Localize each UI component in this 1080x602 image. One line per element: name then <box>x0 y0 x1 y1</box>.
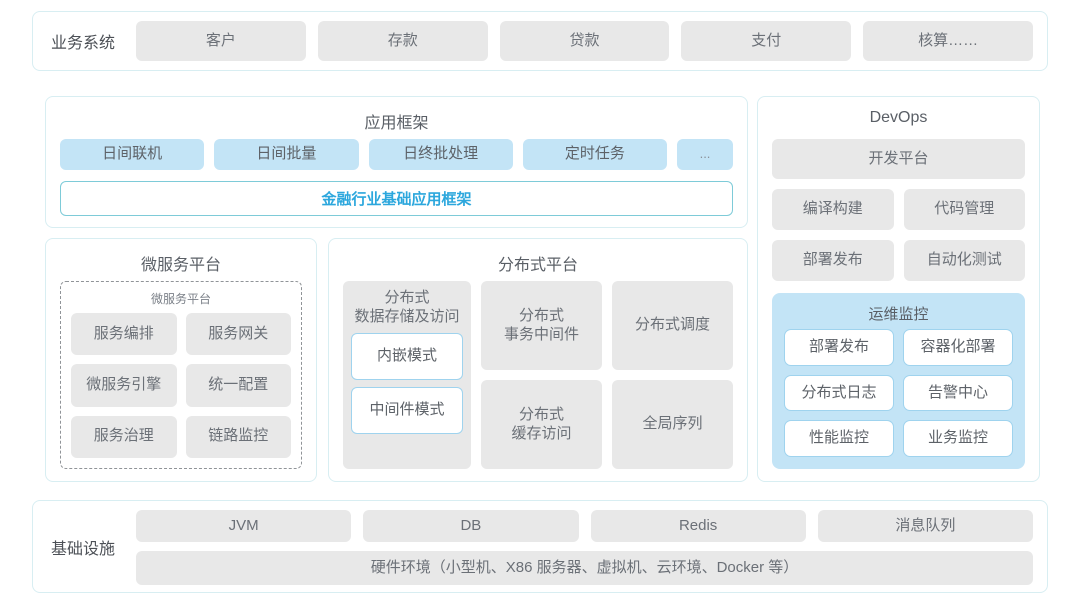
monitoring-item[interactable]: 部署发布 <box>784 329 894 366</box>
distributed-item-line1: 分布式 <box>518 405 564 423</box>
storage-title-line1: 分布式 <box>384 289 430 306</box>
application-framework-title: 应用框架 <box>364 115 429 132</box>
microservice-platform-inner-title: 微服务平台 <box>150 292 211 306</box>
devops-title: DevOps <box>869 109 928 126</box>
microservice-item[interactable]: 服务治理 <box>71 415 177 458</box>
monitoring-item[interactable]: 告警中心 <box>903 374 1013 412</box>
distributed-data-storage-title: 分布式 数据存储及访问 <box>351 289 463 327</box>
distributed-item[interactable]: 分布式事务中间件 <box>481 281 602 370</box>
microservice-item[interactable]: 服务网关 <box>185 313 291 356</box>
devops-item[interactable]: 代码管理 <box>903 189 1025 230</box>
devops-item[interactable]: 自动化测试 <box>903 240 1025 281</box>
business-systems-label: 业务系统 <box>51 35 116 52</box>
storage-mode-item[interactable]: 内嵌模式 <box>351 332 463 380</box>
business-system-item[interactable]: 支付 <box>681 21 852 61</box>
distributed-item-line2: 事务中间件 <box>503 325 579 343</box>
business-systems-row: 业务系统 客户 存款 贷款 支付 核算…… <box>32 11 1048 71</box>
application-framework-card: 应用框架 日间联机 日间批量 日终批处理 定时任务 ... 金融行业基础应用框架 <box>45 96 748 228</box>
monitoring-item[interactable]: 业务监控 <box>903 420 1013 457</box>
app-framework-more-item[interactable]: ... <box>677 139 733 170</box>
financial-base-framework-banner[interactable]: 金融行业基础应用框架 <box>60 181 733 216</box>
distributed-data-storage-block[interactable]: 分布式 数据存储及访问 内嵌模式 中间件模式 <box>343 281 471 469</box>
monitoring-item[interactable]: 性能监控 <box>784 420 894 457</box>
monitoring-item[interactable]: 容器化部署 <box>903 329 1013 366</box>
hardware-environment-item[interactable]: 硬件环境（小型机、X86 服务器、虚拟机、云环境、Docker 等） <box>136 551 1033 585</box>
devops-platform-item[interactable]: 开发平台 <box>772 139 1025 179</box>
distributed-item[interactable]: 分布式缓存访问 <box>481 380 602 469</box>
operations-monitoring-title: 运维监控 <box>868 306 929 323</box>
infrastructure-row: 基础设施 JVM DB Redis 消息队列 硬件环境（小型机、X86 服务器、… <box>32 500 1048 593</box>
infrastructure-item[interactable]: JVM <box>136 510 352 542</box>
microservice-platform-title: 微服务平台 <box>140 257 221 274</box>
devops-item[interactable]: 部署发布 <box>772 240 894 281</box>
devops-platform-row: 开发平台 <box>772 139 1025 179</box>
devops-item[interactable]: 编译构建 <box>772 189 894 230</box>
distributed-item-line1: 分布式 <box>518 306 564 324</box>
operations-monitoring-grid: 部署发布 容器化部署 分布式日志 告警中心 性能监控 业务监控 <box>784 329 1013 457</box>
hardware-environment-row: 硬件环境（小型机、X86 服务器、虚拟机、云环境、Docker 等） <box>136 551 1033 585</box>
distributed-item[interactable]: 分布式调度 <box>612 281 733 370</box>
business-system-item[interactable]: 核算…… <box>863 21 1033 61</box>
distributed-item-line2: 缓存访问 <box>511 424 572 442</box>
microservice-item[interactable]: 服务编排 <box>71 313 177 356</box>
app-framework-item[interactable]: 日间批量 <box>214 139 359 170</box>
infrastructure-item[interactable]: 消息队列 <box>817 510 1033 542</box>
storage-title-line2: 数据存储及访问 <box>354 307 460 325</box>
business-systems-chips: 客户 存款 贷款 支付 核算…… <box>136 21 1033 61</box>
microservice-item[interactable]: 链路监控 <box>185 415 291 458</box>
app-framework-item[interactable]: 定时任务 <box>522 139 667 170</box>
distributed-item-line1: 分布式调度 <box>634 316 710 334</box>
distributed-platform-card: 分布式平台 分布式 数据存储及访问 内嵌模式 中间件模式 分布式事务中间件 分布… <box>328 238 748 482</box>
app-framework-item[interactable]: 日终批处理 <box>368 139 513 170</box>
microservice-platform-inner-box: 微服务平台 服务编排 服务网关 微服务引擎 统一配置 服务治理 链路监控 <box>60 281 302 469</box>
infrastructure-item[interactable]: DB <box>363 510 579 542</box>
business-system-item[interactable]: 客户 <box>136 21 306 61</box>
distributed-item-line1: 全局序列 <box>642 415 703 433</box>
app-framework-item[interactable]: 日间联机 <box>60 139 205 170</box>
operations-monitoring-panel: 运维监控 部署发布 容器化部署 分布式日志 告警中心 性能监控 业务监控 <box>772 293 1025 469</box>
distributed-platform-grid: 分布式事务中间件 分布式调度 分布式缓存访问 全局序列 <box>481 281 733 469</box>
microservice-item[interactable]: 微服务引擎 <box>71 364 177 407</box>
microservice-platform-card: 微服务平台 微服务平台 服务编排 服务网关 微服务引擎 统一配置 服务治理 链路… <box>45 238 317 482</box>
storage-mode-item[interactable]: 中间件模式 <box>351 386 463 434</box>
microservice-item[interactable]: 统一配置 <box>185 364 291 407</box>
devops-card: DevOps 开发平台 编译构建 代码管理 部署发布 自动化测试 运维监控 部署… <box>757 96 1040 482</box>
distributed-platform-title: 分布式平台 <box>497 257 578 274</box>
infrastructure-label: 基础设施 <box>51 540 116 558</box>
infrastructure-item[interactable]: Redis <box>590 510 806 542</box>
devops-grid: 编译构建 代码管理 部署发布 自动化测试 <box>772 189 1025 281</box>
monitoring-item[interactable]: 分布式日志 <box>784 374 894 412</box>
microservice-platform-grid: 服务编排 服务网关 微服务引擎 统一配置 服务治理 链路监控 <box>71 313 291 458</box>
business-system-item[interactable]: 贷款 <box>499 21 670 61</box>
business-system-item[interactable]: 存款 <box>317 21 488 61</box>
infrastructure-chips: JVM DB Redis 消息队列 <box>136 510 1033 542</box>
distributed-platform-body: 分布式 数据存储及访问 内嵌模式 中间件模式 分布式事务中间件 分布式调度 分布… <box>343 281 733 469</box>
distributed-item[interactable]: 全局序列 <box>612 380 733 469</box>
application-framework-chip-row: 日间联机 日间批量 日终批处理 定时任务 ... <box>60 139 733 170</box>
